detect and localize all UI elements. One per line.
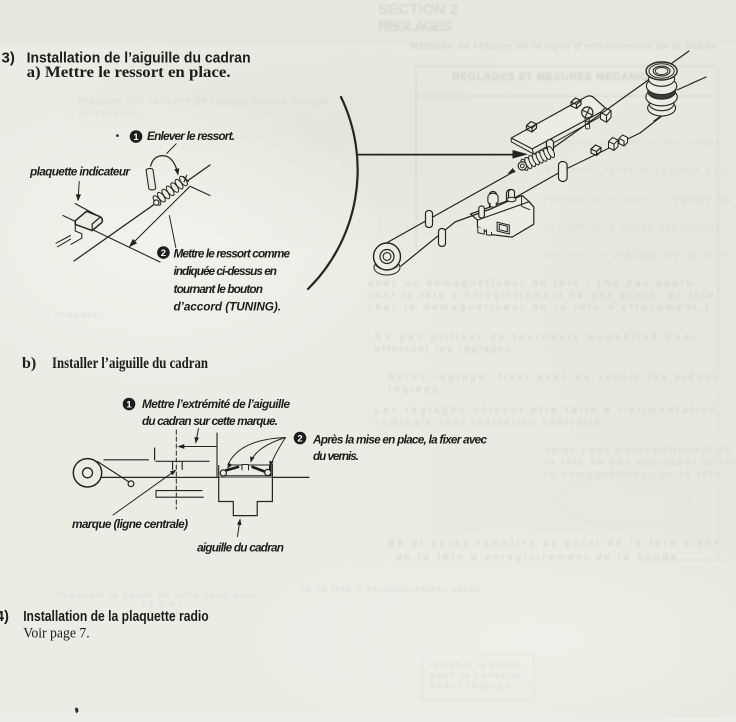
svg-text:Méthode de réglage de la ligne: Méthode de réglage de la ligne d’entraîn… [410, 41, 716, 52]
svg-text:d’accord (TUNING).: d’accord (TUNING). [174, 300, 282, 314]
svg-text:Installation de l’aiguille du: Installation de l’aiguille du cadran [27, 50, 251, 67]
svg-text:Les réglages doivent être fait: Les réglages doivent être faits à l’alim… [375, 405, 715, 416]
svg-text:SECTION 2: SECTION 2 [378, 1, 458, 18]
svg-text:indiquée ci-dessus en: indiquée ci-dessus en [174, 264, 278, 278]
svg-text:3): 3) [2, 50, 15, 67]
svg-text:Répandre la bande de cette sér: Répandre la bande de cette série dans [56, 590, 257, 600]
svg-text:Enlever le ressort.: Enlever le ressort. [147, 129, 235, 143]
svg-text:tournant le bouton: tournant le bouton [174, 282, 264, 296]
svg-text:B5 et après remettre au poi: B5 et après remettre au point de la tête… [388, 538, 723, 549]
svg-text:avant réglage: avant réglage [430, 680, 510, 690]
svg-text:2: 2 [297, 434, 302, 445]
svg-text:de la tête d’enregistrement de: de la tête d’enregistrement de la bande [396, 552, 676, 563]
svg-text:b): b) [22, 355, 36, 372]
svg-text:du cadran sur cette marque.: du cadran sur cette marque. [142, 414, 278, 428]
svg-text:remettre la bande: remettre la bande [430, 660, 520, 670]
svg-text:de la tête d'enregistrement ap: de la tête d'enregistrement après [300, 584, 481, 594]
svg-text:effectuer les réglages.: effectuer les réglages. [375, 344, 515, 355]
svg-text:du vernis.: du vernis. [313, 449, 359, 463]
svg-text:avec un démagnétiseur de tête: avec un démagnétiseur de tête ; (Ne pas … [368, 278, 698, 289]
svg-text:Préparer une cassette de régla: Préparer une cassette de réglage comme i… [78, 96, 328, 106]
svg-text:marque (ligne centrale): marque (ligne centrale) [72, 517, 188, 531]
svg-text:lever: lever [142, 598, 182, 608]
svg-text:remplacer la tête et réglage d: remplacer la tête et réglage de [545, 194, 730, 205]
svg-text:Mettre l’extrémité de l’aiguil: Mettre l’extrémité de l’aiguille [142, 397, 290, 411]
svg-text:aiguille du cadran: aiguille du cadran [197, 541, 284, 555]
svg-text:Mettre le ressort comme: Mettre le ressort comme [174, 247, 291, 261]
svg-text:2: 2 [161, 248, 166, 259]
svg-text:réglées.: réglées. [388, 384, 443, 395]
svg-text:et alcool après le réglage des: et alcool après le réglage des [545, 165, 725, 176]
svg-text:RÉGLAGES ET MESURES MÉCANIQUES: RÉGLAGES ET MESURES MÉCANIQUES [452, 70, 672, 83]
svg-text:après l’âge d’enregistrement d: après l’âge d’enregistrement de [545, 445, 730, 456]
svg-text:and: and [148, 607, 178, 617]
svg-text:Nettoyez au besoin les pièces: Nettoyez au besoin les pièces [545, 137, 720, 148]
svg-text:a) Mettre le ressort en place.: a) Mettre le ressort en place. [27, 64, 231, 81]
svg-text:1: 1 [133, 132, 139, 143]
svg-text:Après réglage, fixer avec du v: Après réglage, fixer avec du vernis les … [388, 372, 718, 383]
svg-text:Prendre: Prendre [55, 310, 97, 321]
svg-text:ci-dessous: ci-dessous [78, 108, 139, 118]
svg-text:Voir page 7.: Voir page 7. [23, 626, 90, 642]
svg-text:Installation de la plaquette r: Installation de la plaquette radio [23, 609, 209, 625]
svg-text:Après la mise en place, la fix: Après la mise en place, la fixer avec [312, 433, 487, 447]
svg-text:4): 4) [0, 609, 9, 625]
svg-text:cher la tête d’enregistrement: cher la tête d’enregistrement ne pas app… [368, 290, 713, 301]
svg-text:REGLAGES: REGLAGES [378, 18, 452, 35]
svg-text:1: 1 [126, 400, 132, 411]
svg-text:vérifier le réglage de la tête: vérifier le réglage de la tête [545, 250, 725, 261]
svg-text:la tête ne pas approcher le fe: la tête ne pas approcher le fer [545, 457, 735, 468]
svg-text:plaquette indicateur: plaquette indicateur [29, 165, 131, 179]
svg-text:Installer l’aiguille du cadran: Installer l’aiguille du cadran [52, 355, 208, 372]
svg-text:la ligne si la bande est abîmé: la ligne si la bande est abîmée [545, 222, 720, 233]
svg-text:dans la cassette: dans la cassette [430, 670, 520, 680]
